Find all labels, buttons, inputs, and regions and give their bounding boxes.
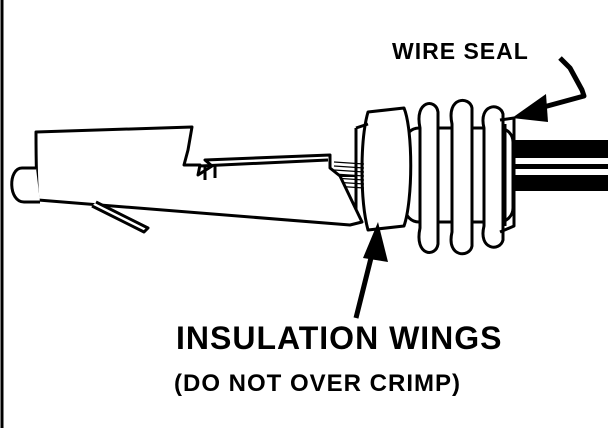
terminal-body [34, 125, 364, 227]
terminal-contact [10, 125, 364, 234]
crimp-note-label: (DO NOT OVER CRIMP) [174, 370, 461, 397]
wire-seal-leader [512, 56, 587, 122]
seal-rib-2 [449, 99, 474, 256]
seal-rib-3 [481, 105, 505, 249]
seal-collar [354, 106, 413, 232]
seal-rib-1 [417, 102, 440, 254]
insulation-wings-leader [353, 222, 388, 319]
wire-leads [500, 140, 608, 191]
terminal-front-curl [10, 166, 40, 204]
insulation-wings-label: INSULATION WINGS [176, 320, 503, 356]
wire-seal [403, 99, 516, 256]
wire-seal-label: WIRE SEAL [392, 38, 529, 64]
locking-tang [91, 200, 150, 234]
